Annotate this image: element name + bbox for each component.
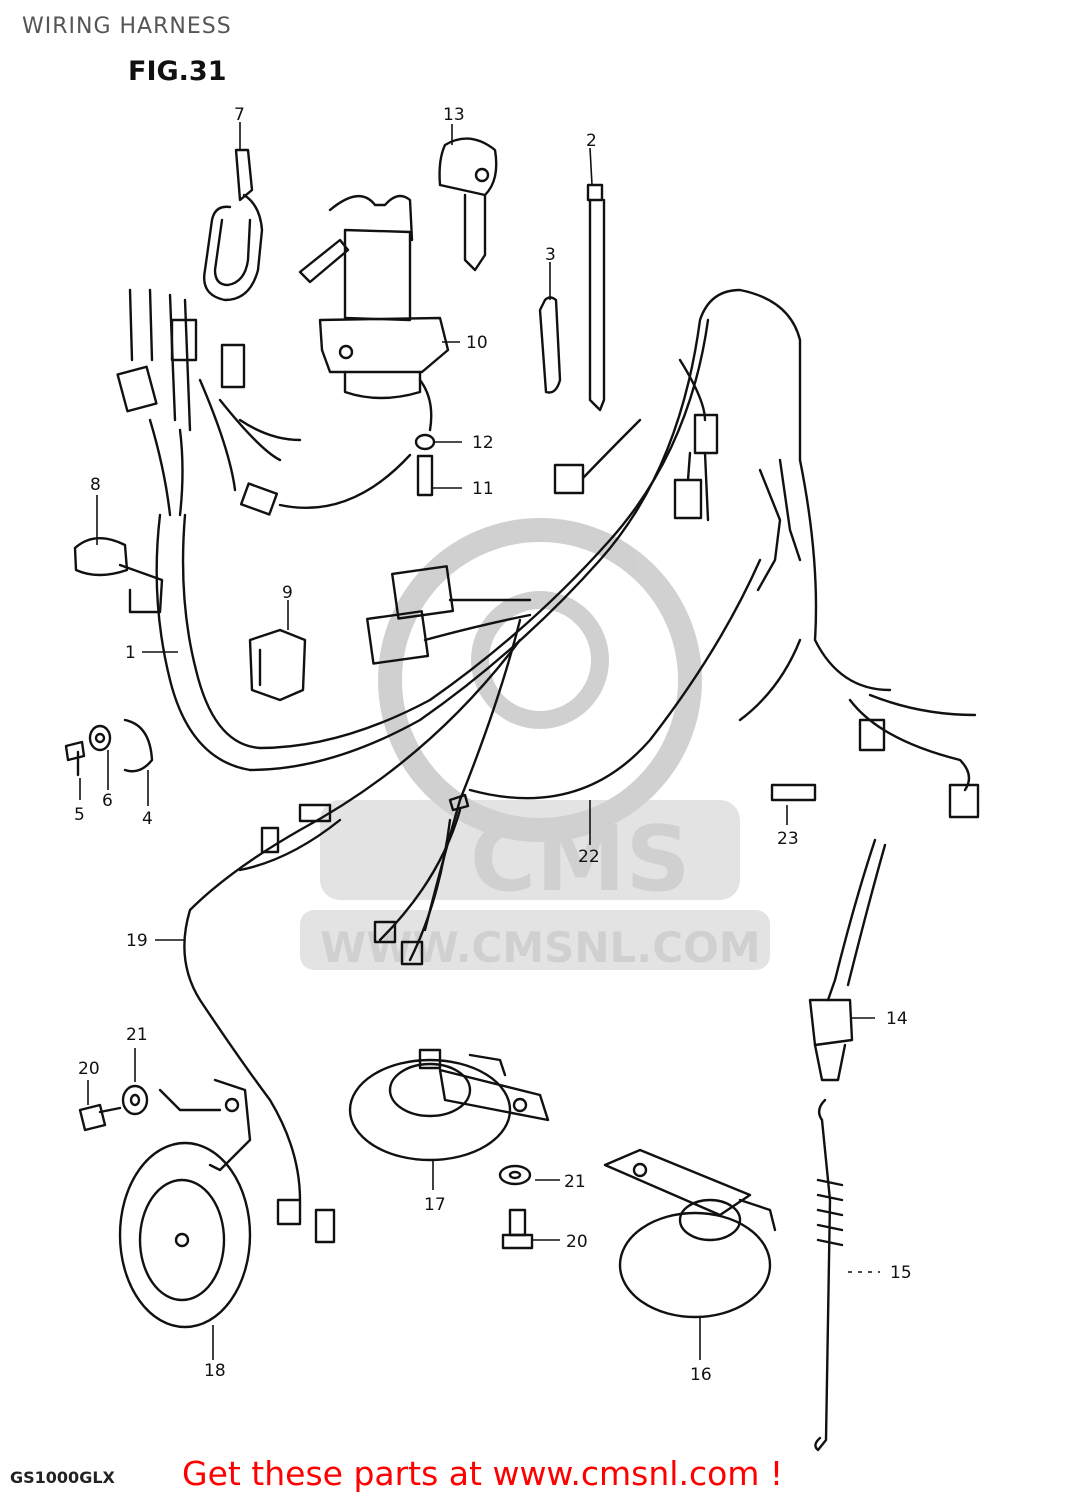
callout-12: 12 <box>472 433 494 453</box>
callout-2: 2 <box>586 131 597 151</box>
part-19-sub-harness <box>183 638 522 1244</box>
callout-20a: 20 <box>78 1059 100 1079</box>
part-8-bracket <box>73 537 164 614</box>
callout-3: 3 <box>545 245 556 265</box>
part-23-fuse <box>770 783 817 802</box>
callout-5: 5 <box>74 805 85 825</box>
part-6-washer <box>88 724 112 752</box>
part-12-washer <box>414 433 436 451</box>
part-16-horn <box>603 1148 777 1319</box>
callout-6: 6 <box>102 791 113 811</box>
part-21-washer-a <box>121 1084 149 1116</box>
callout-16: 16 <box>690 1365 712 1385</box>
callout-1: 1 <box>125 643 136 663</box>
callout-18: 18 <box>204 1361 226 1381</box>
callout-labels: 7 13 2 3 10 12 11 8 9 1 5 6 4 22 23 19 1… <box>74 105 912 1385</box>
callout-8: 8 <box>90 475 101 495</box>
part-4-clip <box>123 718 154 773</box>
part-20-bolt-b <box>501 1208 534 1250</box>
callout-23: 23 <box>777 829 799 849</box>
part-5-screw <box>64 740 86 777</box>
footer-parts-link[interactable]: Get these parts at www.cmsnl.com ! <box>182 1454 784 1493</box>
leader-lines <box>79 122 880 1360</box>
part-10-ignition-switch <box>298 194 450 432</box>
watermark-url: WWW.CMSNL.COM <box>320 923 761 972</box>
callout-21a: 21 <box>126 1025 148 1045</box>
part-3-strap <box>538 296 562 394</box>
callout-11: 11 <box>472 479 494 499</box>
part-20-bolt-a <box>78 1103 122 1132</box>
page-title: WIRING HARNESS <box>22 14 232 39</box>
callout-19: 19 <box>126 931 148 951</box>
part-1-main-harness <box>116 288 980 819</box>
part-21-washer-b <box>498 1164 532 1186</box>
watermark: CMS WWW.CMSNL.COM <box>300 518 770 972</box>
callout-4: 4 <box>142 809 153 829</box>
part-22-sub-harness <box>373 558 762 966</box>
part-15-spring <box>814 1098 844 1452</box>
figure-label: FIG.31 <box>128 56 227 87</box>
part-11-screw <box>416 454 434 497</box>
part-17-horn <box>348 1048 550 1162</box>
watermark-brand: CMS <box>470 807 690 912</box>
callout-14: 14 <box>886 1009 908 1029</box>
callout-15: 15 <box>890 1263 912 1283</box>
part-14-switch <box>808 838 887 1082</box>
callout-20b: 20 <box>566 1232 588 1252</box>
model-code: GS1000GLX <box>10 1468 115 1487</box>
callout-9: 9 <box>282 583 293 603</box>
callout-7: 7 <box>234 105 245 125</box>
part-7-clamp <box>203 148 264 302</box>
callout-22: 22 <box>578 847 600 867</box>
part-18-horn <box>118 1078 252 1329</box>
callout-17: 17 <box>424 1195 446 1215</box>
part-13-key <box>438 137 498 272</box>
callout-13: 13 <box>443 105 465 125</box>
callout-21b: 21 <box>564 1172 586 1192</box>
part-2-strap <box>586 183 606 412</box>
callout-10: 10 <box>466 333 488 353</box>
part-9-clip <box>248 628 307 702</box>
